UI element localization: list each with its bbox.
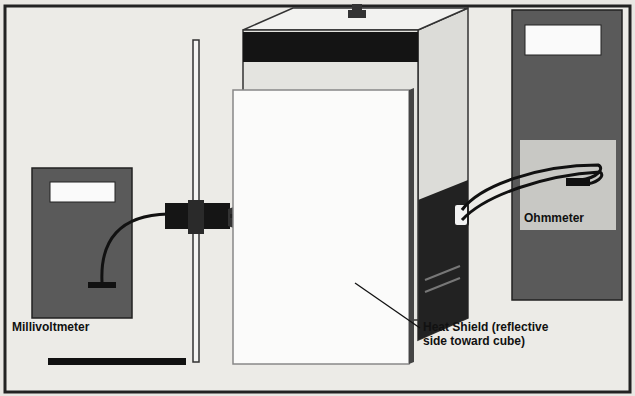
meter-label: Ohmmeter (524, 211, 614, 225)
frame (5, 6, 630, 392)
sensor-cable (102, 214, 168, 282)
millivoltmeter-body (32, 168, 132, 318)
heat-shield (233, 90, 409, 364)
meter-display (50, 182, 115, 202)
plate-marking (425, 266, 460, 280)
callout-label: Heat Shield (reflective side toward cube… (423, 320, 563, 349)
cube-top (243, 8, 468, 30)
plate-marking (425, 278, 460, 292)
black-face (243, 32, 418, 62)
meter-display (525, 25, 601, 55)
cube-side (418, 8, 468, 340)
ohmmeter-body (512, 10, 622, 300)
cube-knob (352, 4, 362, 11)
meter-terminal (88, 282, 116, 288)
sensor-clamp (188, 200, 204, 234)
leader-line (355, 283, 420, 328)
cube-knob (348, 10, 366, 18)
stand-base (48, 358, 186, 365)
meter-label: Millivoltmeter (12, 320, 142, 334)
cube-side-plate (418, 180, 468, 340)
ohmmeter-panel (520, 140, 616, 230)
